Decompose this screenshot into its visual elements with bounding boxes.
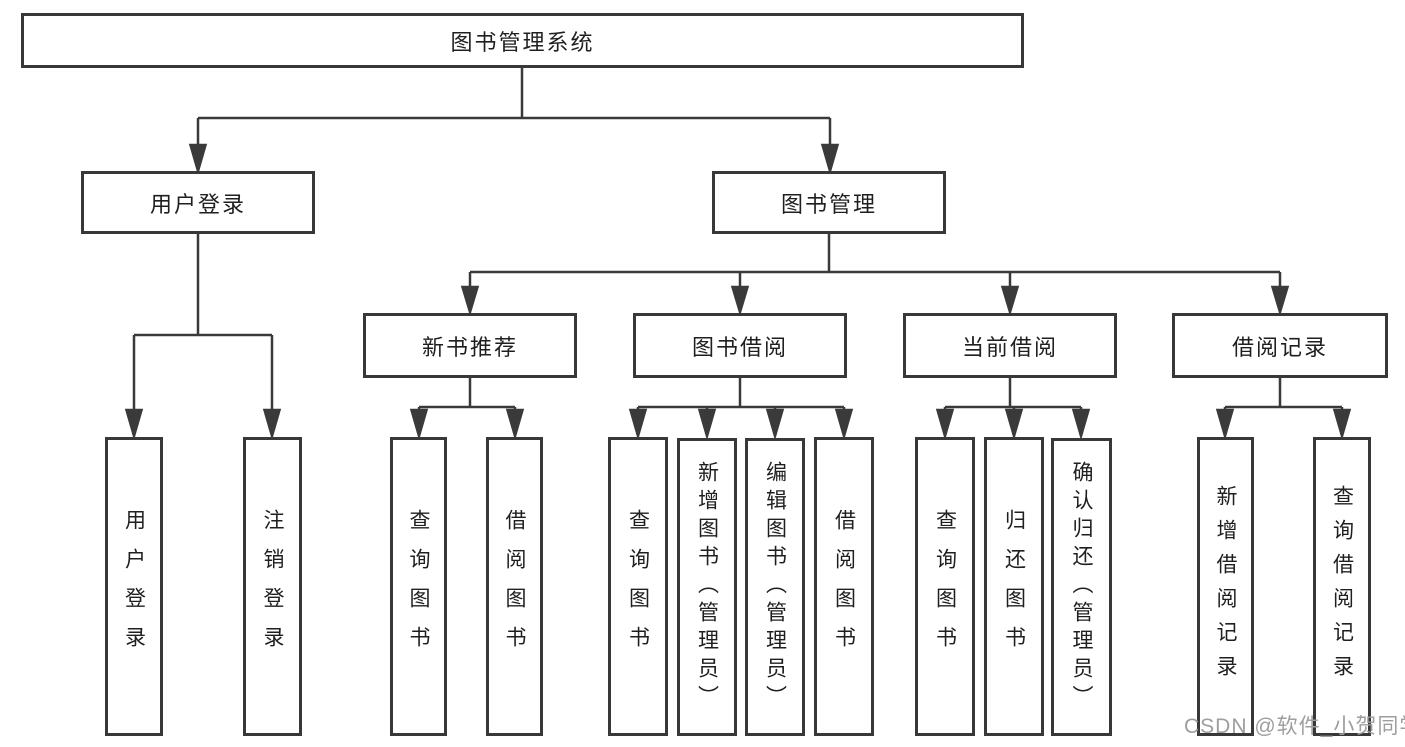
node-leaf-borrow-books-borrow-label: 借阅图书 [832, 508, 856, 665]
node-borrow-records: 借阅记录 [1172, 313, 1388, 378]
node-leaf-borrow-books-borrow: 借阅图书 [814, 437, 874, 736]
connector-userlogin-to-leaves [124, 234, 282, 441]
node-book-borrow-label: 图书借阅 [691, 334, 788, 360]
connector-root-to-level1 [188, 68, 840, 176]
node-leaf-borrow-books-recommend-label: 借阅图书 [503, 508, 526, 665]
node-leaf-query-books-recommend-label: 查询图书 [407, 508, 430, 665]
node-leaf-query-books-borrow: 查询图书 [608, 437, 668, 736]
node-user-login: 用户登录 [81, 171, 315, 234]
node-leaf-query-books-current: 查询图书 [915, 437, 975, 736]
connector-records-to-leaves [1215, 378, 1352, 441]
node-borrow-records-label: 借阅记录 [1231, 334, 1328, 360]
connector-newbook-to-leaves [409, 378, 525, 441]
connector-bookmgmt-to-level2 [460, 234, 1290, 317]
node-leaf-confirm-return-admin: 确认归还（管理员） [1051, 438, 1112, 736]
node-leaf-return-book: 归还图书 [984, 437, 1044, 736]
node-leaf-logout-label: 注销登录 [261, 508, 284, 665]
node-leaf-borrow-books-recommend: 借阅图书 [486, 437, 543, 736]
node-leaf-user-login: 用户登录 [105, 437, 163, 736]
node-leaf-query-books-borrow-label: 查询图书 [626, 508, 650, 665]
node-book-management: 图书管理 [712, 171, 946, 234]
connector-bookborrow-to-leaves [628, 378, 854, 441]
node-current-borrow-label: 当前借阅 [961, 334, 1058, 360]
node-user-login-label: 用户登录 [149, 191, 246, 217]
node-leaf-add-book-admin: 新增图书（管理员） [677, 438, 737, 736]
node-leaf-query-books-recommend: 查询图书 [390, 437, 447, 736]
node-current-borrow: 当前借阅 [903, 313, 1117, 378]
node-library-system-label: 图书管理系统 [450, 29, 595, 55]
node-leaf-user-login-label: 用户登录 [122, 508, 146, 665]
node-library-system: 图书管理系统 [21, 13, 1024, 68]
node-leaf-return-book-label: 归还图书 [1002, 508, 1026, 665]
node-leaf-add-borrow-record-label: 新增借阅记录 [1214, 484, 1237, 689]
node-new-book-recommend: 新书推荐 [363, 313, 577, 378]
node-leaf-edit-book-admin: 编辑图书（管理员） [745, 438, 805, 736]
watermark: CSDN @软件_小贺同学 [1184, 715, 1405, 738]
connector-currentborrow-to-leaves [935, 378, 1091, 441]
node-leaf-query-borrow-record-label: 查询借阅记录 [1330, 484, 1354, 689]
node-leaf-confirm-return-admin-label: 确认归还（管理员） [1070, 461, 1093, 713]
node-book-management-label: 图书管理 [780, 191, 877, 217]
node-leaf-edit-book-admin-label: 编辑图书（管理员） [763, 461, 787, 713]
node-new-book-recommend-label: 新书推荐 [421, 334, 518, 360]
node-leaf-add-borrow-record: 新增借阅记录 [1197, 437, 1254, 736]
node-leaf-add-book-admin-label: 新增图书（管理员） [695, 461, 719, 713]
node-book-borrow: 图书借阅 [633, 313, 847, 378]
node-leaf-query-borrow-record: 查询借阅记录 [1313, 437, 1371, 736]
node-leaf-logout: 注销登录 [243, 437, 302, 736]
node-leaf-query-books-current-label: 查询图书 [933, 508, 957, 665]
